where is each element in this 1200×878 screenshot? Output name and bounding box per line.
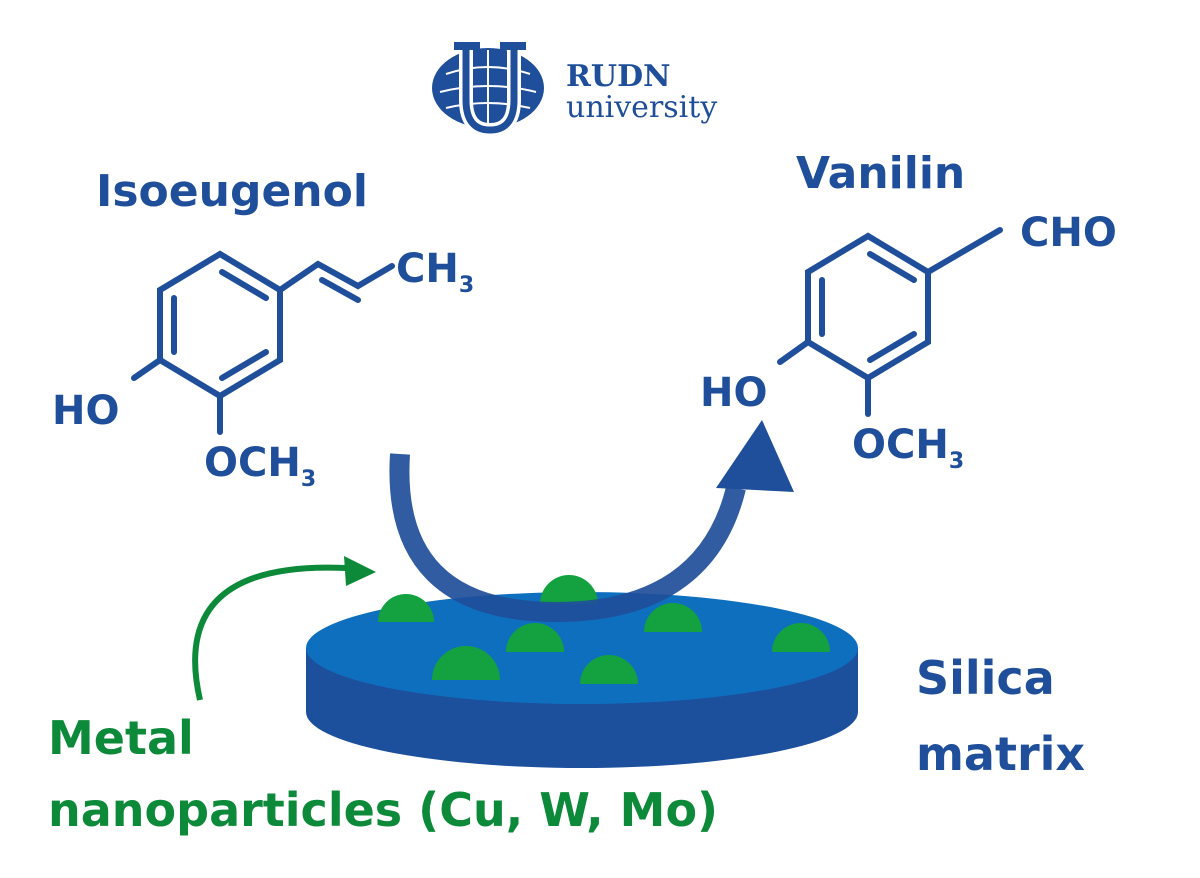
nanoparticles — [378, 575, 830, 684]
catalyst-pointer-head-icon — [344, 556, 376, 586]
catalyst-label-line2: nanoparticles (Cu, W, Mo) — [48, 783, 718, 837]
nanoparticle — [772, 623, 830, 652]
vanilin-ring — [777, 227, 1003, 417]
rudn-logo: RUDN university — [432, 42, 717, 138]
reactant-hydroxyl: HO — [52, 388, 119, 434]
product-methoxy: OCH3 — [852, 422, 964, 474]
reactant-ch3: CH3 — [396, 246, 474, 298]
reactant-name: Isoeugenol — [96, 166, 368, 217]
product-cho: CHO — [1020, 210, 1117, 256]
product-name: Vanilin — [796, 148, 965, 199]
catalyst-label-line1: Metal — [48, 711, 194, 765]
nanoparticle — [580, 655, 638, 684]
product-hydroxyl: HO — [700, 370, 767, 416]
nanoparticle — [432, 646, 500, 680]
logo-line1: RUDN — [566, 59, 671, 94]
support-label-line1: Silica — [916, 651, 1055, 705]
reactant-methoxy: OCH3 — [204, 440, 316, 492]
catalyst-pointer-arrow — [192, 556, 376, 701]
nanoparticle — [644, 603, 702, 632]
reaction-arrow-curve — [389, 453, 746, 623]
nanoparticle — [506, 623, 564, 652]
nanoparticle — [540, 575, 598, 604]
support-label-line2: matrix — [916, 727, 1085, 781]
rudn-emblem-icon — [432, 42, 544, 138]
vanilin-structure: Vanilin CHO HO OCH3 — [700, 148, 1117, 474]
isoeugenol-structure: Isoeugenol CH3 HO OCH3 — [52, 166, 474, 492]
reaction-arrow-head-icon — [716, 420, 794, 492]
logo-line2: university — [566, 90, 717, 125]
nanoparticle — [378, 594, 434, 622]
isoeugenol-ring — [131, 250, 395, 435]
reaction-arrow — [389, 420, 794, 623]
catalyst-pointer-curve — [192, 564, 347, 701]
